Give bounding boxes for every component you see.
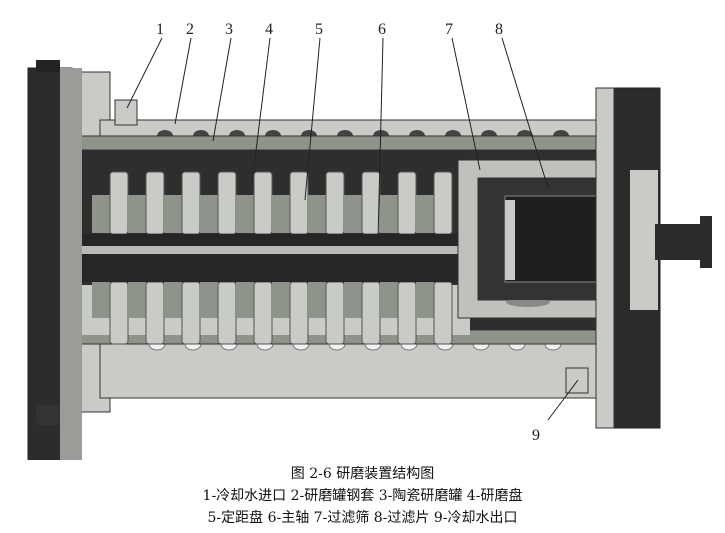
- grinding-disc: [361, 171, 381, 235]
- spacer-disc: [344, 195, 362, 233]
- grinding-disc: [289, 281, 309, 345]
- spacer-disc: [200, 282, 218, 318]
- spacer-disc: [236, 282, 254, 318]
- grinding-disc: [253, 281, 273, 345]
- main-shaft: [28, 234, 468, 282]
- coolant-inlet: [114, 99, 138, 126]
- spacer-disc: [128, 282, 146, 318]
- grinding-disc: [397, 171, 417, 235]
- spacer-disc: [272, 282, 290, 318]
- grinding-disc: [361, 281, 381, 345]
- spacer-disc: [308, 195, 326, 233]
- grinding-disc: [325, 281, 345, 345]
- callout-4: 4: [265, 21, 273, 38]
- legend-line-1: 1-冷却水进口 2-研磨罐钢套 3-陶瓷研磨罐 4-研磨盘: [202, 488, 523, 504]
- grinding-disc: [325, 171, 345, 235]
- spacer-disc: [380, 195, 398, 233]
- callout-6: 6: [378, 21, 386, 38]
- spacer-disc: [272, 195, 290, 233]
- callout-3: 3: [225, 21, 233, 38]
- spacer-disc: [164, 195, 182, 233]
- grinding-device-cross-section: 1 2 3 4 5 6 7 8 9: [27, 21, 712, 460]
- callout-8: 8: [495, 21, 503, 38]
- grinding-disc: [397, 281, 417, 345]
- spacer-disc: [128, 195, 146, 233]
- spacer-disc: [164, 282, 182, 318]
- grinding-disc: [433, 171, 453, 235]
- grinding-disc: [289, 171, 309, 235]
- grinding-disc: [253, 171, 273, 235]
- spacer-disc: [308, 282, 326, 318]
- spacer-disc: [92, 282, 110, 318]
- callout-5: 5: [315, 21, 323, 38]
- grinding-disc: [181, 281, 201, 345]
- spacer-disc: [416, 195, 434, 233]
- callout-2: 2: [186, 21, 194, 38]
- spacer-disc: [380, 282, 398, 318]
- spacer-disc: [416, 282, 434, 318]
- callout-1: 1: [156, 21, 164, 38]
- callout-leaders: [126, 37, 579, 421]
- spacer-disc: [344, 282, 362, 318]
- grinding-disc: [145, 281, 165, 345]
- spacer-disc: [200, 195, 218, 233]
- grinding-disc: [181, 171, 201, 235]
- grinding-disc: [217, 281, 237, 345]
- legend-line-2: 5-定距盘 6-主轴 7-过滤筛 8-过滤片 9-冷却水出口: [207, 510, 518, 526]
- grinding-disc: [109, 281, 129, 345]
- grinding-disc: [217, 171, 237, 235]
- ceramic-jar-top: [79, 135, 621, 151]
- grinding-discs: [92, 171, 453, 345]
- figure-caption: 图 2-6 研磨装置结构图: [290, 466, 435, 482]
- spacer-disc: [236, 195, 254, 233]
- callout-9: 9: [532, 427, 540, 444]
- spacer-disc: [92, 195, 110, 233]
- output-shaft: [655, 224, 705, 260]
- callout-7: 7: [445, 21, 453, 38]
- grinding-disc: [433, 281, 453, 345]
- grinding-disc: [109, 171, 129, 235]
- grinding-disc: [145, 171, 165, 235]
